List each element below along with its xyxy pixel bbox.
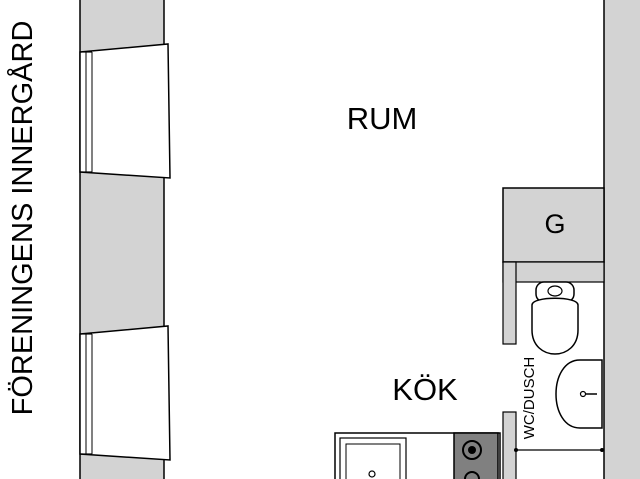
stove [453,432,499,479]
courtyard-label: FÖRENINGENS INNERGÅRD [6,21,39,416]
closet-label: G [544,209,565,239]
toilet [531,281,579,355]
kitchen-label: KÖK [392,372,458,407]
room-label: RUM [347,101,418,136]
wash-basin [555,359,603,429]
right-exterior-wall [603,0,640,479]
window-lower [79,325,171,461]
bathroom-walls [502,261,605,479]
bathroom-label: WC/DUSCH [521,357,538,440]
window-upper [79,43,171,179]
